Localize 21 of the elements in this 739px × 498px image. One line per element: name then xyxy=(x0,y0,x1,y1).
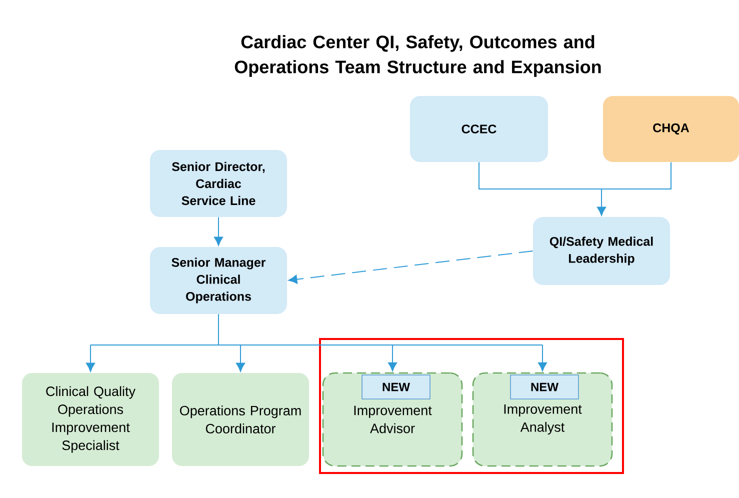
title: Cardiac Center QI, Safety, Outcomes and Operations Team Structure and Expansion xyxy=(234,35,601,77)
highlight-frame xyxy=(319,338,624,474)
new-tag: NEW xyxy=(362,374,430,400)
arrow xyxy=(288,250,534,284)
connector-line xyxy=(478,162,602,190)
arrow xyxy=(214,216,223,246)
connector-line xyxy=(601,162,672,190)
role-box: Clinical Quality Operations Improvement Specialist xyxy=(22,372,159,466)
arrow xyxy=(236,344,245,372)
role-box: Operations Program Coordinator xyxy=(172,372,309,466)
arrow xyxy=(597,188,606,216)
arrow xyxy=(388,344,397,372)
role-box: CCEC xyxy=(410,96,548,162)
arrow xyxy=(538,344,547,372)
arrow xyxy=(86,344,95,372)
role-box: QI/Safety Medical Leadership xyxy=(533,217,670,285)
role-box: Senior Manager Clinical Operations xyxy=(150,247,287,314)
connector-line xyxy=(90,314,543,346)
committee-box: CHQA xyxy=(603,96,739,162)
new-tag: NEW xyxy=(510,374,579,400)
role-box: Senior Director, Cardiac Service Line xyxy=(150,150,287,217)
